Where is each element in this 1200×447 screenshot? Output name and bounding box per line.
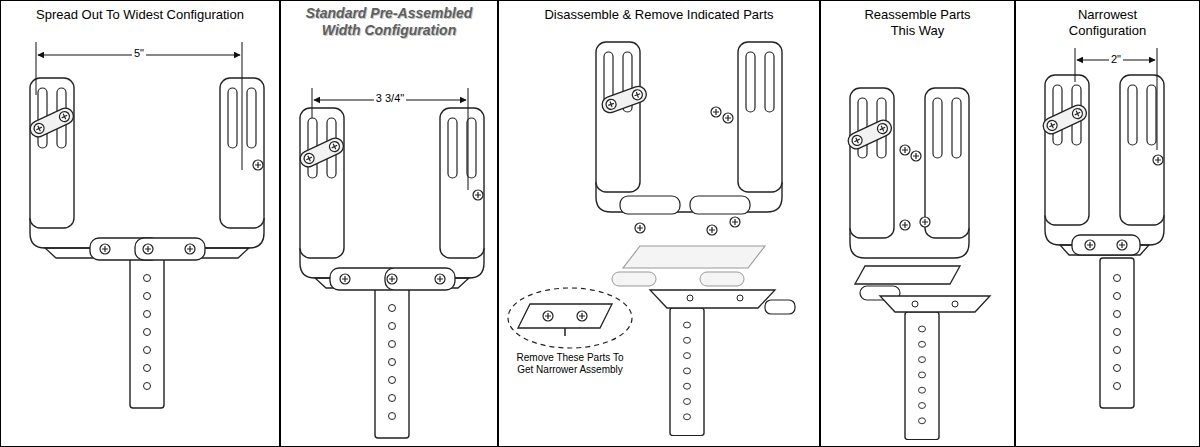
panel-frame: Disassemble & Remove Indicated Parts xyxy=(498,0,820,447)
panel-heading: Standard Pre-Assembled Width Configurati… xyxy=(304,5,474,39)
panel-heading: Reassemble Parts This Way xyxy=(853,7,983,38)
callout-note: Remove These Parts To Get Narrower Assem… xyxy=(508,352,632,376)
panel-heading: Narrowest Configuration xyxy=(1048,7,1168,38)
exploded-bracket xyxy=(508,42,795,436)
reassembled-bracket xyxy=(846,88,990,440)
widest-bracket xyxy=(28,42,264,408)
panel-heading: Disassemble & Remove Indicated Parts xyxy=(504,7,814,23)
narrowest-bracket xyxy=(1041,48,1164,408)
panel-frame: Reassemble Parts This Way xyxy=(820,0,1015,447)
dimension-label: 2" xyxy=(1109,53,1123,66)
dimension-label: 5" xyxy=(132,47,146,60)
panel-frame: Spread Out To Widest Configuration xyxy=(0,0,280,447)
panel-frame: Narrowest Configuration xyxy=(1015,0,1200,447)
panel-frame: Standard Pre-Assembled Width Configurati… xyxy=(280,0,498,447)
dimension-label: 3 3/4" xyxy=(374,92,406,105)
panel-heading: Spread Out To Widest Configuration xyxy=(5,7,275,23)
standard-bracket xyxy=(298,88,484,438)
